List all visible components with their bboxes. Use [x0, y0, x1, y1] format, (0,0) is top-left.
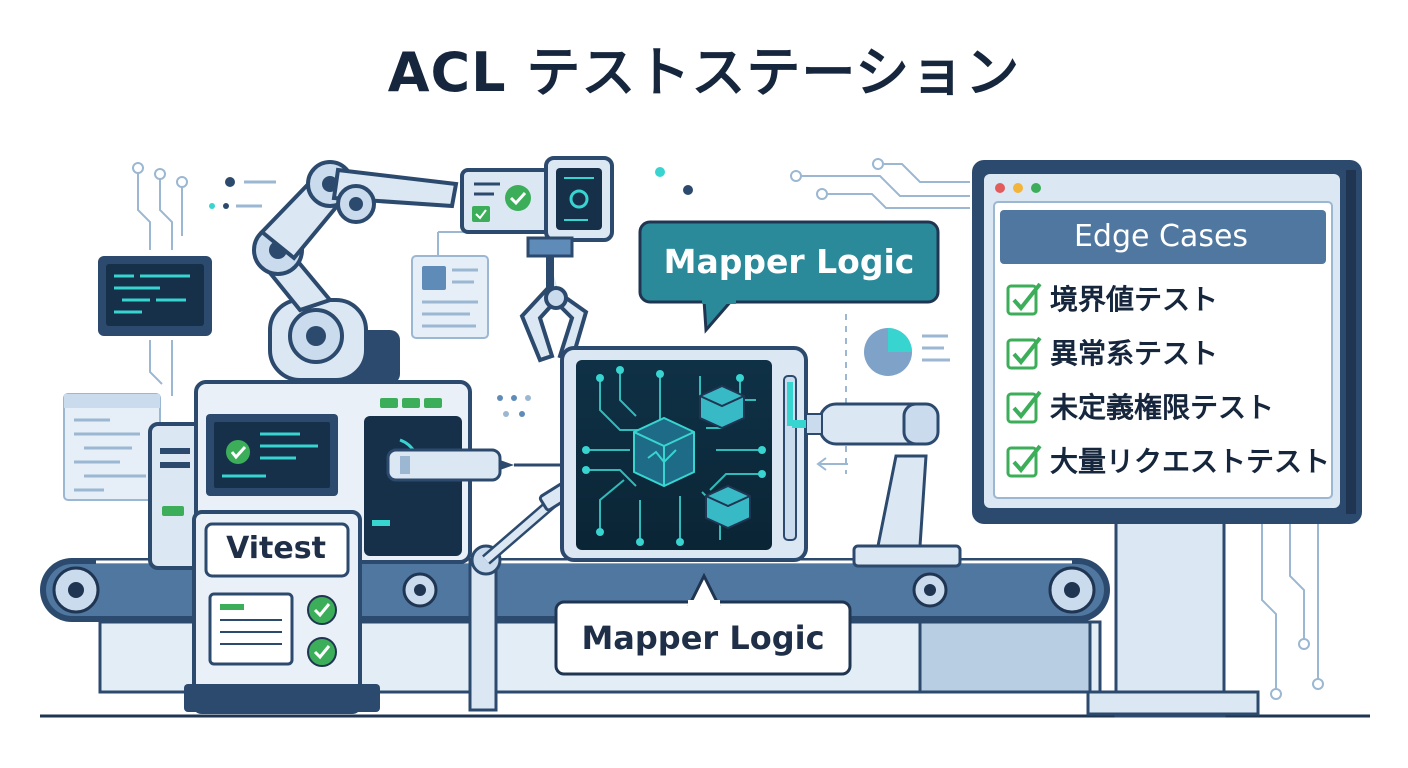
robot-arm — [252, 160, 459, 384]
mapper-logic-chip-unit — [560, 346, 808, 562]
chip-cube-center — [633, 416, 695, 488]
chip-cube-bottom — [705, 484, 751, 530]
edge-case-item: 異常系テスト — [1050, 337, 1219, 370]
pie-chart-icon — [845, 314, 950, 474]
mapper-logic-top-label: Mapper Logic — [663, 242, 915, 281]
check-icon — [1006, 282, 1042, 316]
info-card-icon — [411, 231, 500, 339]
edge-case-checks — [1006, 282, 1042, 478]
terminal-monitor-icon — [98, 256, 212, 336]
circuit-traces-right — [790, 158, 1324, 700]
code-document-icon — [63, 393, 161, 501]
dots-left — [209, 177, 276, 209]
drill-probe — [792, 402, 962, 568]
edge-cases-header: Edge Cases — [1073, 219, 1249, 254]
edge-case-item: 境界値テスト — [1050, 283, 1219, 316]
vitest-label: Vitest — [226, 531, 326, 566]
lower-probe-arm — [468, 472, 588, 712]
dots-middle — [497, 167, 693, 417]
edge-cases-monitor — [972, 160, 1362, 718]
gripper-claw — [519, 256, 589, 363]
camera-sensor-head — [460, 156, 614, 258]
edge-case-item: 未定義権限テスト — [1050, 391, 1275, 424]
edge-case-item: 大量リクエストテスト — [1050, 445, 1331, 478]
check-icon — [1006, 336, 1042, 370]
mapper-logic-bubble-bottom — [554, 572, 852, 676]
check-icon — [1006, 390, 1042, 424]
vitest-machine — [148, 380, 580, 714]
mapper-logic-bubble-top — [638, 220, 940, 334]
chip-cube-top — [699, 384, 745, 430]
check-icon — [1006, 444, 1042, 478]
mapper-logic-bottom-label: Mapper Logic — [581, 619, 825, 657]
page-title: ACL テストステーション — [387, 41, 1021, 104]
circuit-traces-left — [132, 162, 188, 396]
